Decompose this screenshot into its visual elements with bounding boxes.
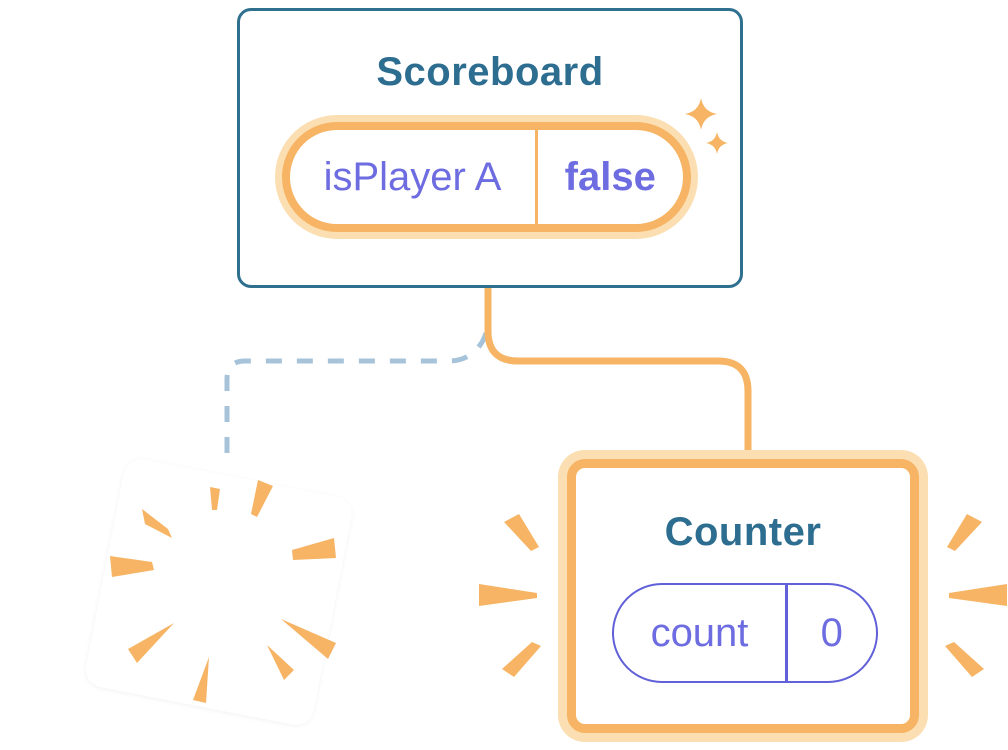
emphasis-marks-left-icon (479, 514, 541, 677)
scoreboard-card: Scoreboard isPlayer A false (237, 8, 743, 288)
burst-explosion-icon (110, 480, 336, 703)
orange-connector (484, 288, 752, 465)
state-value-label: 0 (820, 610, 843, 655)
counter-state-pill: count 0 (612, 583, 878, 683)
dashed-connector (224, 332, 489, 467)
state-value-label: false (564, 154, 656, 199)
emphasis-marks-right-icon (945, 514, 1007, 677)
scoreboard-title: Scoreboard (376, 50, 604, 94)
pill-divider (535, 130, 538, 224)
scoreboard-state-pill: isPlayer A false (282, 122, 691, 232)
state-name-label: isPlayer A (323, 154, 502, 199)
counter-card: Counter count 0 (567, 459, 919, 733)
sparkles-icon (685, 98, 728, 154)
state-name-label: count (650, 610, 749, 655)
counter-title: Counter (664, 510, 822, 554)
destroyed-component-card (85, 459, 352, 725)
pill-divider (785, 585, 788, 681)
